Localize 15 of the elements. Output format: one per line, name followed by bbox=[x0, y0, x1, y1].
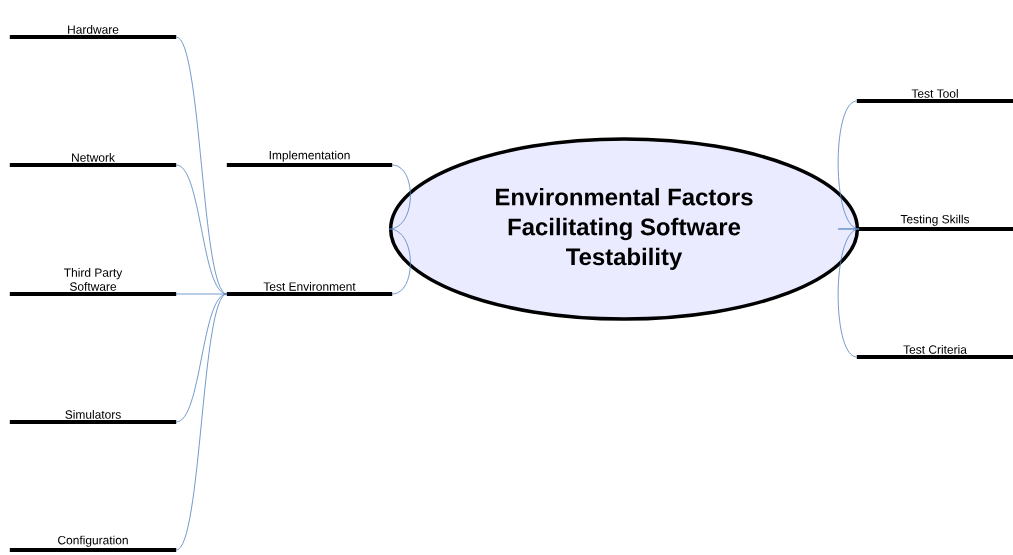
topic-branch: Configuration bbox=[9, 535, 177, 552]
topic-branch: Test Tool bbox=[856, 89, 1013, 103]
connector-curve bbox=[175, 293, 228, 295]
topic-branch: Simulators bbox=[9, 410, 177, 424]
connector-curve bbox=[837, 100, 860, 230]
topic-branch: Hardware bbox=[9, 25, 177, 39]
topic-branch: Third Party Software bbox=[9, 268, 177, 296]
connector-curve bbox=[175, 36, 228, 295]
connector-curve bbox=[837, 228, 860, 230]
connector-curve bbox=[388, 228, 411, 295]
connector-curve bbox=[837, 228, 860, 358]
connector-curve bbox=[388, 164, 411, 230]
topic-branch: Network bbox=[9, 153, 177, 167]
connector-curve bbox=[175, 293, 228, 551]
topic-branch: Test Criteria bbox=[856, 345, 1013, 359]
